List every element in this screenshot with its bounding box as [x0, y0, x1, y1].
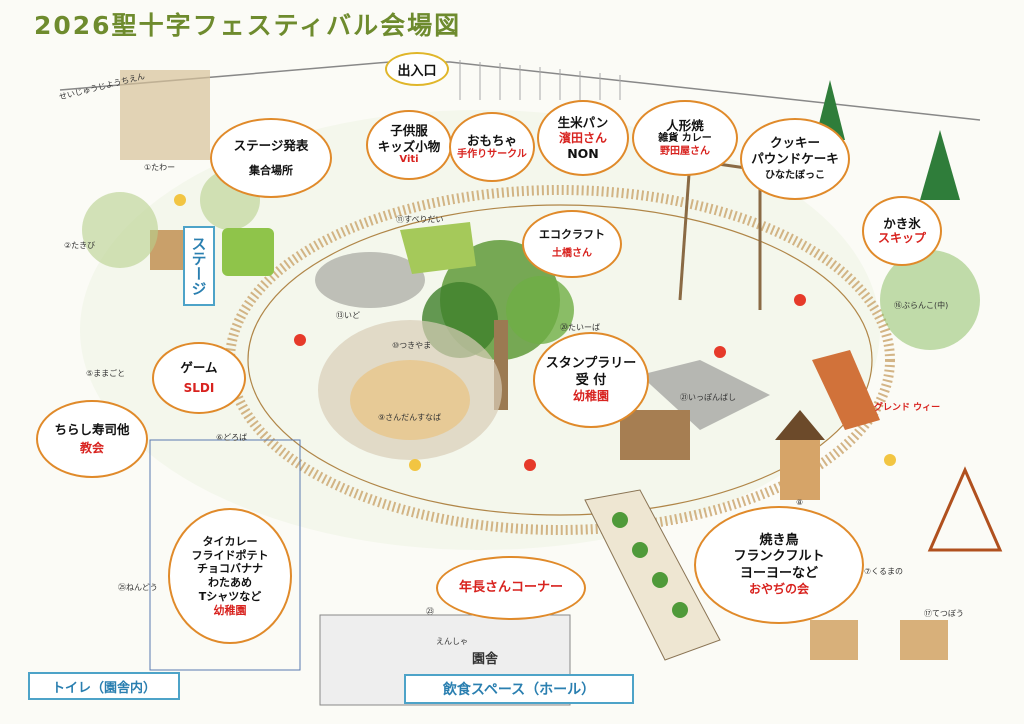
bubble-eco[interactable]: エコクラフト 土橋さん: [522, 210, 622, 278]
well-label: ⑬いど: [336, 311, 360, 320]
bubble-red-line: スキップ: [877, 231, 926, 246]
bubble-line: 集合場所: [249, 163, 293, 177]
playhouse-label: ⑤ままごと: [86, 369, 126, 378]
bubble-line: フランクフルト: [733, 549, 825, 565]
bubble-red-line: 年長さんコーナー: [458, 579, 563, 595]
page-title: 2026聖十字フェスティバル会場図: [34, 11, 462, 40]
bubble-nencho-corner[interactable]: 年長さんコーナー: [436, 556, 586, 620]
bubble-line: おもちゃ: [466, 132, 517, 148]
stage-sign: ステージ: [183, 226, 215, 306]
bubble-line: 生米パン: [557, 114, 609, 130]
bubble-stage[interactable]: ステージ発表 集合場所: [210, 118, 332, 198]
bubble-red-line: 土橋さん: [552, 247, 592, 259]
food-space-box[interactable]: 飲食スペース（ホール）: [404, 674, 634, 704]
bubble-red-line: SLDI: [183, 381, 215, 396]
bubble-ice[interactable]: かき氷 スキップ: [862, 196, 942, 266]
mud-label: ⑥どろば: [216, 433, 248, 442]
bubble-line: チョコバナナ: [197, 562, 263, 576]
bubble-line: 受 付: [575, 372, 607, 388]
bubble-kids-clothes[interactable]: 子供服 キッズ小物 Viti: [366, 110, 452, 180]
bubble-line: ゲーム: [180, 359, 218, 375]
bubble-red-line: 濱田さん: [558, 130, 607, 145]
bubble-stamp-rally[interactable]: スタンプラリー 受 付 幼稚園: [533, 332, 649, 428]
building-label: 園舎: [472, 652, 499, 667]
bubble-line: クッキー: [769, 135, 820, 151]
bubble-sushi[interactable]: ちらし寿司他 教会: [36, 400, 148, 478]
hill-label: ⑩つきやま: [392, 341, 432, 350]
bubble-line: ちらし寿司他: [54, 421, 130, 437]
bubble-line: NON: [567, 145, 599, 161]
bubble-line: スタンプラリー: [545, 356, 637, 372]
bubble-thai-curry[interactable]: タイカレー フライドポテト チョコバナナ わたあめ Tシャツなど 幼稚園: [168, 508, 292, 644]
bubble-line: パウンドケーキ: [751, 150, 839, 166]
bubble-line: キッズ小物: [377, 138, 441, 154]
car-label: ⑦くるまの: [864, 567, 904, 576]
bubble-red-line: 教会: [79, 441, 104, 456]
swing-label: ⑯ぶらんこ(中): [894, 301, 949, 310]
ensha-label: えんしゃ: [436, 637, 468, 646]
bubble-red-line: 幼稚園: [572, 388, 609, 403]
tire-label: ⑳たいーば: [560, 323, 600, 332]
bonfire-label: ②たきび: [64, 241, 96, 250]
bubble-red-line: 幼稚園: [213, 603, 247, 617]
slide-label: ⑪すべりだい: [396, 215, 444, 224]
tower2-label: ⑧: [796, 498, 804, 507]
clay-label: ㉕ねんどう: [118, 583, 158, 592]
bar-label: ⑰てつぼう: [924, 609, 964, 618]
tower-label: ①たわー: [144, 163, 176, 172]
bubble-line: 人形焼: [666, 117, 704, 133]
bubble-red-line: Viti: [399, 154, 419, 166]
grend-label: グレンド ウィー: [874, 403, 941, 413]
bubble-red-line: 手作りサークル: [457, 148, 527, 160]
num23-label: ㉓: [426, 607, 434, 616]
bubble-line: ステージ発表: [233, 138, 309, 154]
bubble-line: わたあめ: [208, 576, 252, 589]
toilet-box[interactable]: トイレ（園舎内）: [28, 672, 180, 700]
bubble-small-line: 雑貨 カレー: [658, 133, 712, 145]
bubble-bread[interactable]: 生米パン 濱田さん NON: [537, 100, 629, 176]
bubble-doll-cake[interactable]: 人形焼 雑貨 カレー 野田屋さん: [632, 100, 738, 176]
bubble-line: ヨーヨーなど: [739, 565, 818, 581]
bubble-line: エコクラフト: [539, 227, 605, 241]
bubble-line: 焼き鳥: [759, 533, 799, 549]
bubble-red-line: 野田屋さん: [660, 145, 710, 157]
bubble-line: フライドポテト: [191, 548, 269, 562]
bubble-toys[interactable]: おもちゃ 手作りサークル: [449, 112, 535, 182]
entrance-label: 出入口: [385, 52, 449, 86]
bubble-red-line: おやぢの会: [748, 581, 809, 596]
bubble-yakitori[interactable]: 焼き鳥 フランクフルト ヨーヨーなど おやぢの会: [694, 506, 864, 624]
bubble-line: 子供服: [390, 123, 428, 139]
bubble-line: Tシャツなど: [198, 589, 262, 603]
bubble-small-line: ひなたぼっこ: [765, 170, 825, 182]
bridge-label: ㉑いっぽんばし: [680, 393, 736, 402]
bubble-line: タイカレー: [202, 534, 258, 548]
bubble-game[interactable]: ゲーム SLDI: [152, 342, 246, 414]
bubble-cookie[interactable]: クッキー パウンドケーキ ひなたぼっこ: [740, 118, 850, 200]
sandbox-label: ⑨さんだんすなば: [378, 413, 442, 422]
bubble-line: かき氷: [883, 215, 921, 231]
